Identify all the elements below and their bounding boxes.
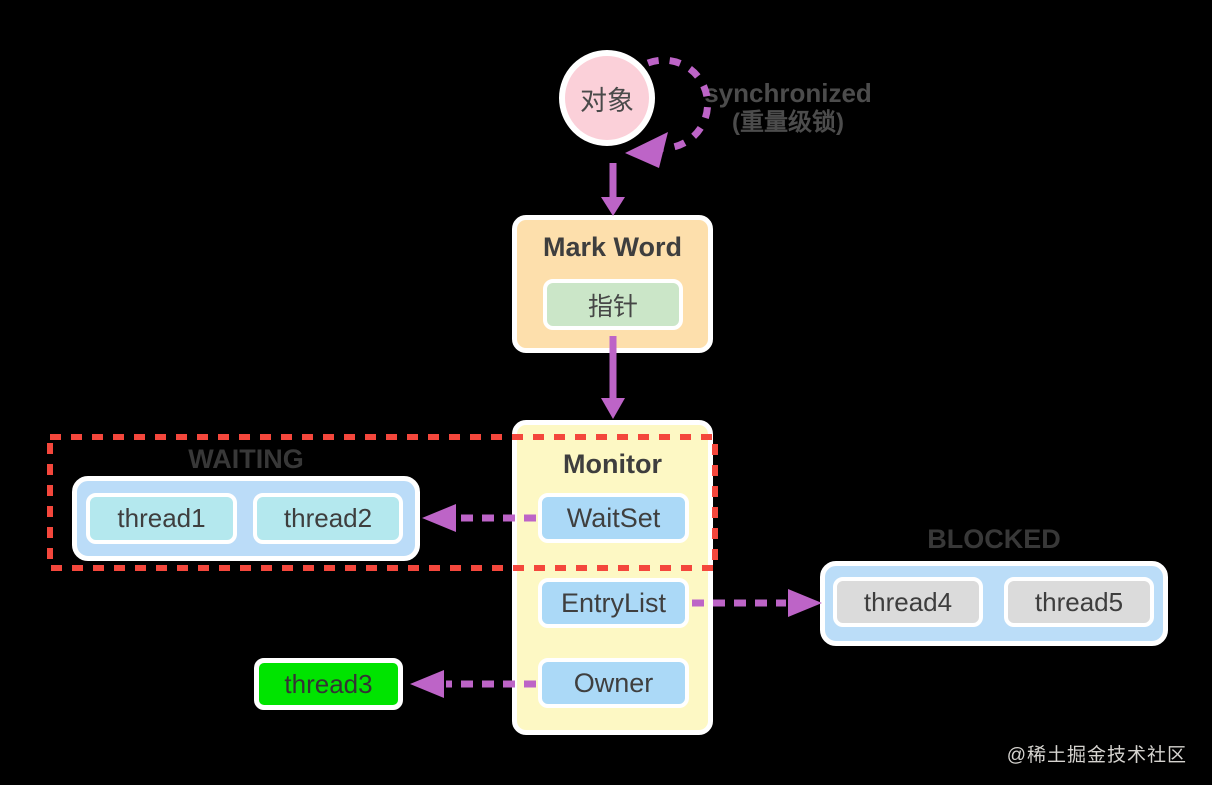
- arrow-object-to-markword-head-icon: [601, 197, 625, 216]
- waitset-label: WaitSet: [566, 502, 661, 533]
- monitor-title: Monitor: [563, 449, 662, 479]
- thread2-node: thread2: [253, 493, 403, 544]
- arrow-entrylist-to-blocked-head-icon: [788, 589, 822, 617]
- arrow-pointer-to-monitor-head-icon: [601, 398, 625, 419]
- object-label: 对象: [580, 85, 634, 116]
- thread3-label: thread3: [284, 668, 373, 699]
- waiting-thread-container: thread1 thread2: [72, 476, 420, 561]
- thread4-node: thread4: [833, 577, 983, 627]
- synchronized-note: synchronized (重量级锁): [698, 78, 878, 138]
- thread5-label: thread5: [1034, 586, 1124, 617]
- blocked-region-title: BLOCKED: [927, 524, 1061, 554]
- thread4-label: thread4: [863, 586, 953, 617]
- heavyweight-lock-label: (重量级锁): [732, 109, 844, 136]
- entrylist-label: EntryList: [560, 587, 667, 618]
- arrow-waitset-to-waiting-head-icon: [422, 504, 456, 532]
- mark-word-title: Mark Word: [542, 232, 683, 262]
- waitset-slot: WaitSet: [538, 493, 689, 543]
- thread5-node: thread5: [1004, 577, 1154, 627]
- object-node: 对象: [559, 50, 655, 146]
- monitor-box: Monitor WaitSet EntryList Owner: [512, 420, 713, 735]
- thread1-label: thread1: [117, 503, 206, 533]
- thread1-node: thread1: [86, 493, 237, 544]
- watermark: @稀土掘金技术社区: [1006, 745, 1187, 766]
- entrylist-slot: EntryList: [538, 578, 689, 628]
- blocked-thread-container: thread4 thread5: [820, 561, 1168, 646]
- synchronized-label: synchronized: [704, 78, 872, 108]
- thread2-label: thread2: [283, 503, 373, 533]
- pointer-label: 指针: [587, 292, 638, 321]
- owner-slot: Owner: [538, 658, 689, 708]
- mark-word-box: Mark Word 指针: [512, 215, 713, 353]
- owner-label: Owner: [573, 667, 654, 698]
- waiting-region-title: WAITING: [188, 444, 304, 474]
- thread3-node: thread3: [254, 658, 403, 710]
- arrow-owner-to-thread3-head-icon: [410, 670, 444, 698]
- pointer-box: 指针: [543, 279, 683, 330]
